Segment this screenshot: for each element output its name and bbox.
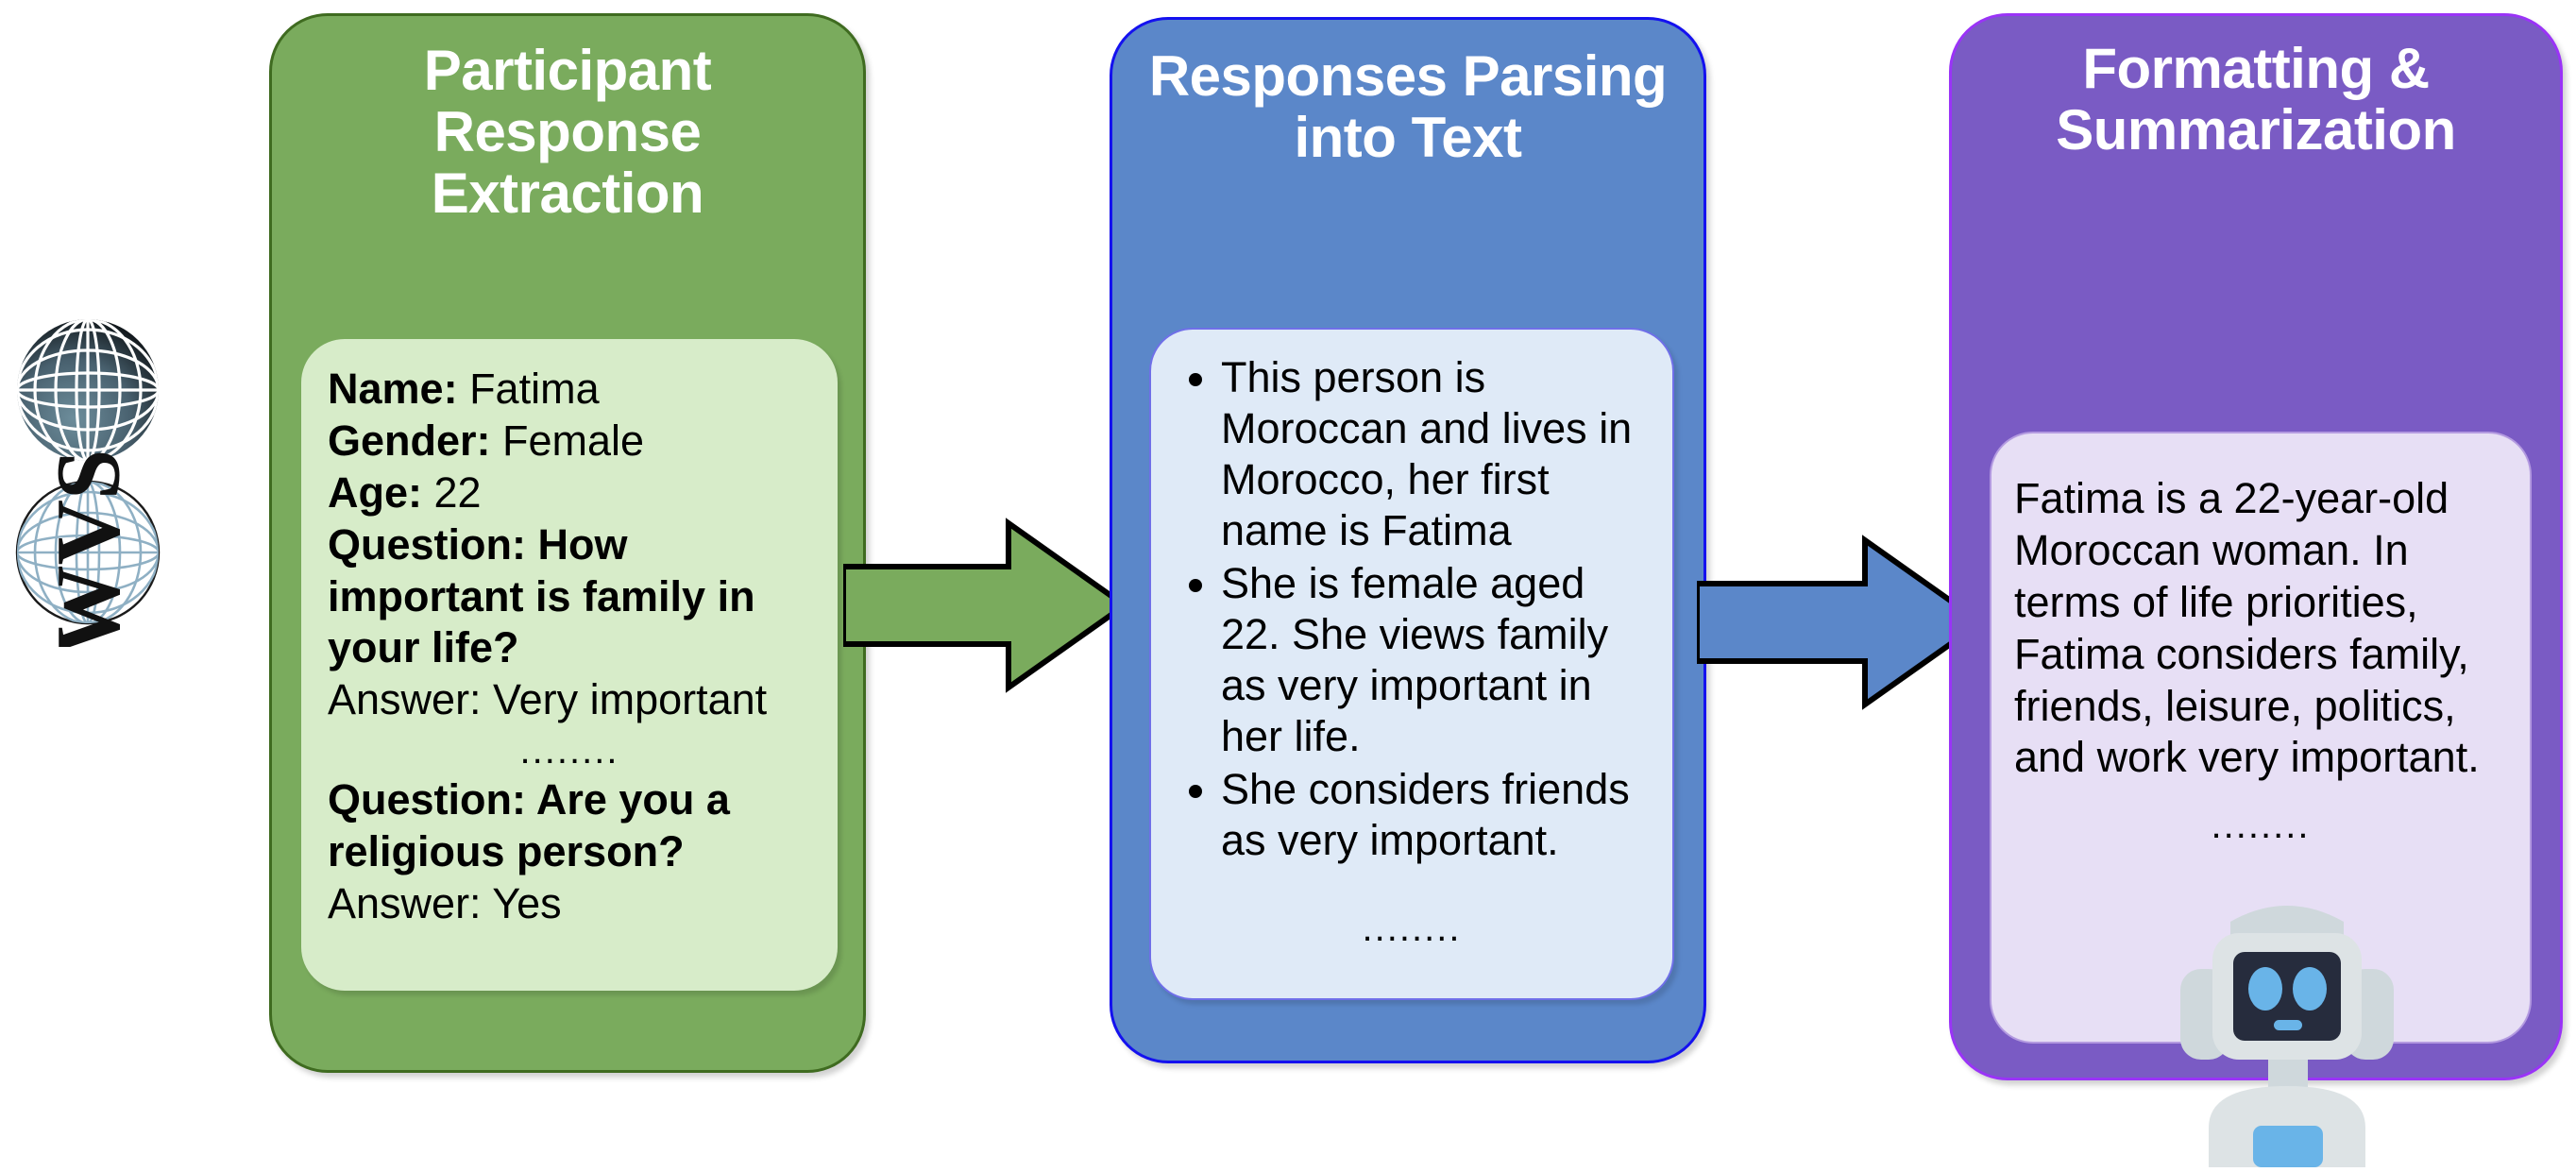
participant-field-age-value: 22 [422,467,482,517]
card-participant-response: Name: Fatima Gender: Female Age: 22 Ques… [301,339,838,991]
participant-question-2: Question: Are you a religious person? [328,775,730,876]
participant-field-gender-value: Female [490,416,645,465]
robot-assistant-icon [2167,888,2408,1167]
parsed-response-list: This person is Moroccan and lives in Mor… [1168,352,1655,866]
list-item: This person is Moroccan and lives in Mor… [1221,352,1655,556]
participant-answer-2: Answer: Yes [328,879,562,928]
participant-field-name-label: Name: [328,365,458,413]
summary-ellipsis: ........ [2211,805,2311,847]
participant-field-gender: Gender: Female [328,416,811,467]
arrow-parsing-to-summarization [1694,535,1987,710]
globe-light: WVS [15,450,161,647]
stage-title-participant-response-extraction: Participant Response Extraction [423,39,712,225]
participant-field-age-label: Age: [328,467,422,517]
arrow-extraction-to-parsing [840,518,1130,693]
wvs-globe-logo: WVS [8,316,168,647]
participant-question-1: Question: How important is family in you… [328,519,755,672]
list-item: She is female aged 22. She views family … [1221,558,1655,762]
stage-participant-response-extraction: Participant Response Extraction Name: Fa… [269,13,866,1073]
stage-responses-parsing-into-text: Responses Parsing into Text This person … [1110,17,1706,1063]
participant-field-name: Name: Fatima [328,364,811,416]
participant-answer-1: Answer: Very important [328,675,768,724]
list-item: She considers friends as very important. [1221,764,1655,866]
stage-title-formatting-and-summarization: Formatting & Summarization [2056,37,2456,161]
parsed-response-ellipsis: ........ [1362,908,1462,949]
card-parsed-responses: This person is Moroccan and lives in Mor… [1149,328,1674,1000]
participant-field-name-value: Fatima [457,365,600,413]
globe-dark [17,319,159,461]
participant-field-age: Age: 22 [328,467,811,519]
participant-field-gender-label: Gender: [328,416,491,465]
summary-text: Fatima is a 22-year-old Moroccan woman. … [2014,474,2480,782]
wvs-logo-letters: WVS [38,450,139,647]
stage-title-responses-parsing-into-text: Responses Parsing into Text [1148,44,1668,169]
participant-ellipsis: ........ [519,730,619,773]
